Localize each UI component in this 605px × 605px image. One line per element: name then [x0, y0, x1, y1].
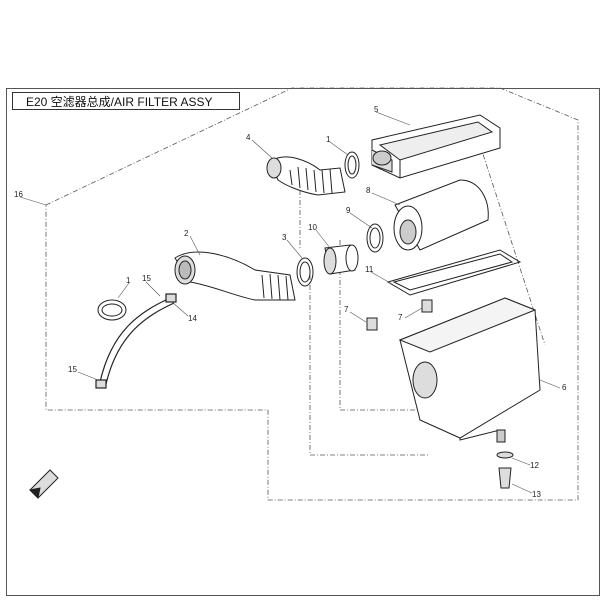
- diagram-frame: [6, 88, 600, 596]
- airbox-cover: [371, 114, 501, 179]
- coupler-sleeve: [323, 244, 359, 275]
- callout-16: 16: [14, 190, 23, 199]
- callout-6: 6: [562, 383, 567, 392]
- callout-10: 10: [308, 223, 317, 232]
- title-box: [12, 92, 240, 110]
- intake-hose: [174, 251, 296, 301]
- hose-clamp-lower: [97, 299, 127, 321]
- callout-8: 8: [366, 186, 371, 195]
- drain-valve: [496, 451, 514, 489]
- callout-15-lower: 15: [68, 365, 77, 374]
- callout-5: 5: [374, 105, 379, 114]
- callout-12: 12: [530, 461, 539, 470]
- callout-15-upper: 15: [142, 274, 151, 283]
- callout-7-right: 7: [398, 313, 403, 322]
- callout-1-lower: 1: [126, 276, 131, 285]
- callout-9: 9: [346, 206, 351, 215]
- callout-4: 4: [246, 133, 251, 142]
- callout-14: 14: [188, 314, 197, 323]
- callout-2: 2: [184, 229, 189, 238]
- assembly-boundary: [45, 87, 579, 501]
- filter-clamp: [366, 223, 384, 253]
- callout-7-left: 7: [344, 305, 349, 314]
- air-filter-element: [393, 179, 489, 251]
- group-leader-line: [309, 275, 430, 456]
- airbox-gasket: [386, 249, 522, 296]
- retaining-clip: [366, 299, 433, 331]
- leader-lines: [19, 111, 561, 494]
- airbox-lower: [398, 297, 541, 443]
- callout-11: 11: [365, 265, 374, 274]
- callout-1-top: 1: [326, 135, 331, 144]
- intake-duct: [266, 156, 346, 196]
- direction-arrow-icon: [28, 469, 59, 500]
- callout-3: 3: [282, 233, 287, 242]
- callout-13: 13: [532, 490, 541, 499]
- breather-hose: [95, 293, 177, 389]
- hose-clamp-middle: [296, 257, 314, 287]
- hose-clamp-top: [344, 151, 360, 179]
- page-title: E20 空滤器总成/AIR FILTER ASSY: [26, 95, 213, 109]
- group-leader-line: [339, 240, 415, 411]
